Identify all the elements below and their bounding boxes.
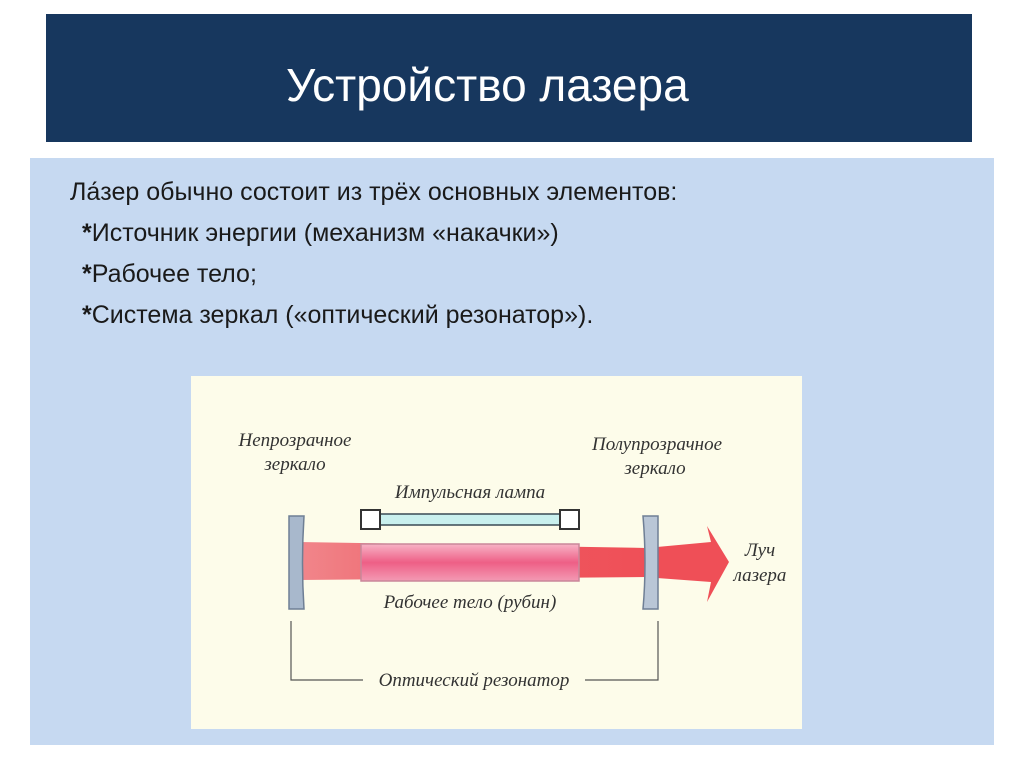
bullet-mark: * bbox=[82, 260, 92, 288]
semitransparent-mirror-label: зеркало bbox=[623, 458, 685, 479]
bullet-item-working-medium: *Рабочее тело; bbox=[70, 254, 677, 295]
ruby-rod-label: Рабочее тело (рубин) bbox=[383, 592, 557, 613]
semitransparent-mirror-label: Полупрозрачное bbox=[591, 434, 722, 455]
flash-lamp-left-cap bbox=[360, 509, 381, 530]
intro-text: Ла́зер обычно состоит из трёх основных э… bbox=[70, 178, 678, 206]
laser-diagram: Непрозрачное зеркало Полупрозрачное зерк… bbox=[191, 376, 802, 729]
laser-beam-label: Луч bbox=[744, 540, 775, 561]
bullet-mark: * bbox=[82, 301, 92, 329]
title-bar: Устройство лазера bbox=[46, 14, 972, 142]
bullet-text: Источник энергии (механизм «накачки») bbox=[91, 219, 559, 247]
opaque-mirror-label: Непрозрачное bbox=[238, 430, 352, 451]
laser-beam-arrow bbox=[657, 526, 729, 602]
flash-lamp-right-cap bbox=[559, 509, 580, 530]
bullet-mark: * bbox=[82, 219, 92, 247]
bullet-item-mirror-system: *Система зеркал («оптический резонатор»)… bbox=[70, 295, 677, 336]
resonator-bracket bbox=[290, 621, 363, 681]
ruby-rod bbox=[360, 543, 580, 582]
text-block: Ла́зер обычно состоит из трёх основных э… bbox=[70, 172, 677, 336]
semitransparent-mirror bbox=[642, 515, 659, 610]
laser-beam-label: лазера bbox=[733, 565, 787, 586]
opaque-mirror-label: зеркало bbox=[263, 454, 325, 475]
bullet-item-energy-source: *Источник энергии (механизм «накачки») bbox=[70, 213, 677, 254]
opaque-mirror bbox=[288, 515, 305, 610]
resonator-label: Оптический резонатор bbox=[379, 670, 570, 691]
flash-lamp-label: Импульсная лампа bbox=[394, 482, 545, 503]
slide-title: Устройство лазера bbox=[286, 59, 689, 111]
laser-diagram-svg: Непрозрачное зеркало Полупрозрачное зерк… bbox=[238, 430, 787, 691]
bullet-text: Рабочее тело; bbox=[91, 260, 257, 288]
bullet-text: Система зеркал («оптический резонатор»). bbox=[91, 301, 594, 329]
flash-lamp-tube bbox=[370, 513, 570, 526]
resonator-bracket bbox=[585, 621, 659, 681]
